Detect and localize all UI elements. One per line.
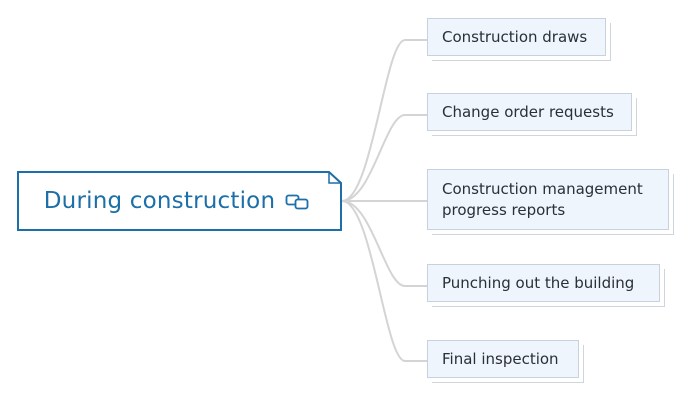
connector-punching-out bbox=[341, 200, 427, 287]
central-topic[interactable]: During construction bbox=[17, 171, 342, 231]
connector-final-inspection bbox=[341, 200, 427, 362]
connector-construction-draws bbox=[341, 39, 427, 202]
topic-change-order-requests[interactable]: Change order requests bbox=[427, 93, 632, 131]
linked-copy-icon[interactable] bbox=[285, 194, 309, 210]
topic-final-inspection[interactable]: Final inspection bbox=[427, 340, 579, 378]
topic-punching-out-the-building[interactable]: Punching out the building bbox=[427, 264, 660, 302]
topic-label: Construction draws bbox=[442, 27, 588, 46]
topic-label: Change order requests bbox=[442, 102, 614, 121]
connector-change-order bbox=[341, 114, 427, 202]
topic-label: Final inspection bbox=[442, 349, 559, 368]
central-topic-label: During construction bbox=[43, 188, 276, 214]
topic-construction-management-progress-reports[interactable]: Construction management progress reports bbox=[427, 169, 669, 230]
topic-label: Construction management progress reports bbox=[442, 179, 643, 219]
topic-label: Punching out the building bbox=[442, 273, 635, 292]
topic-construction-draws[interactable]: Construction draws bbox=[427, 18, 606, 56]
central-topic-frame bbox=[17, 171, 342, 231]
